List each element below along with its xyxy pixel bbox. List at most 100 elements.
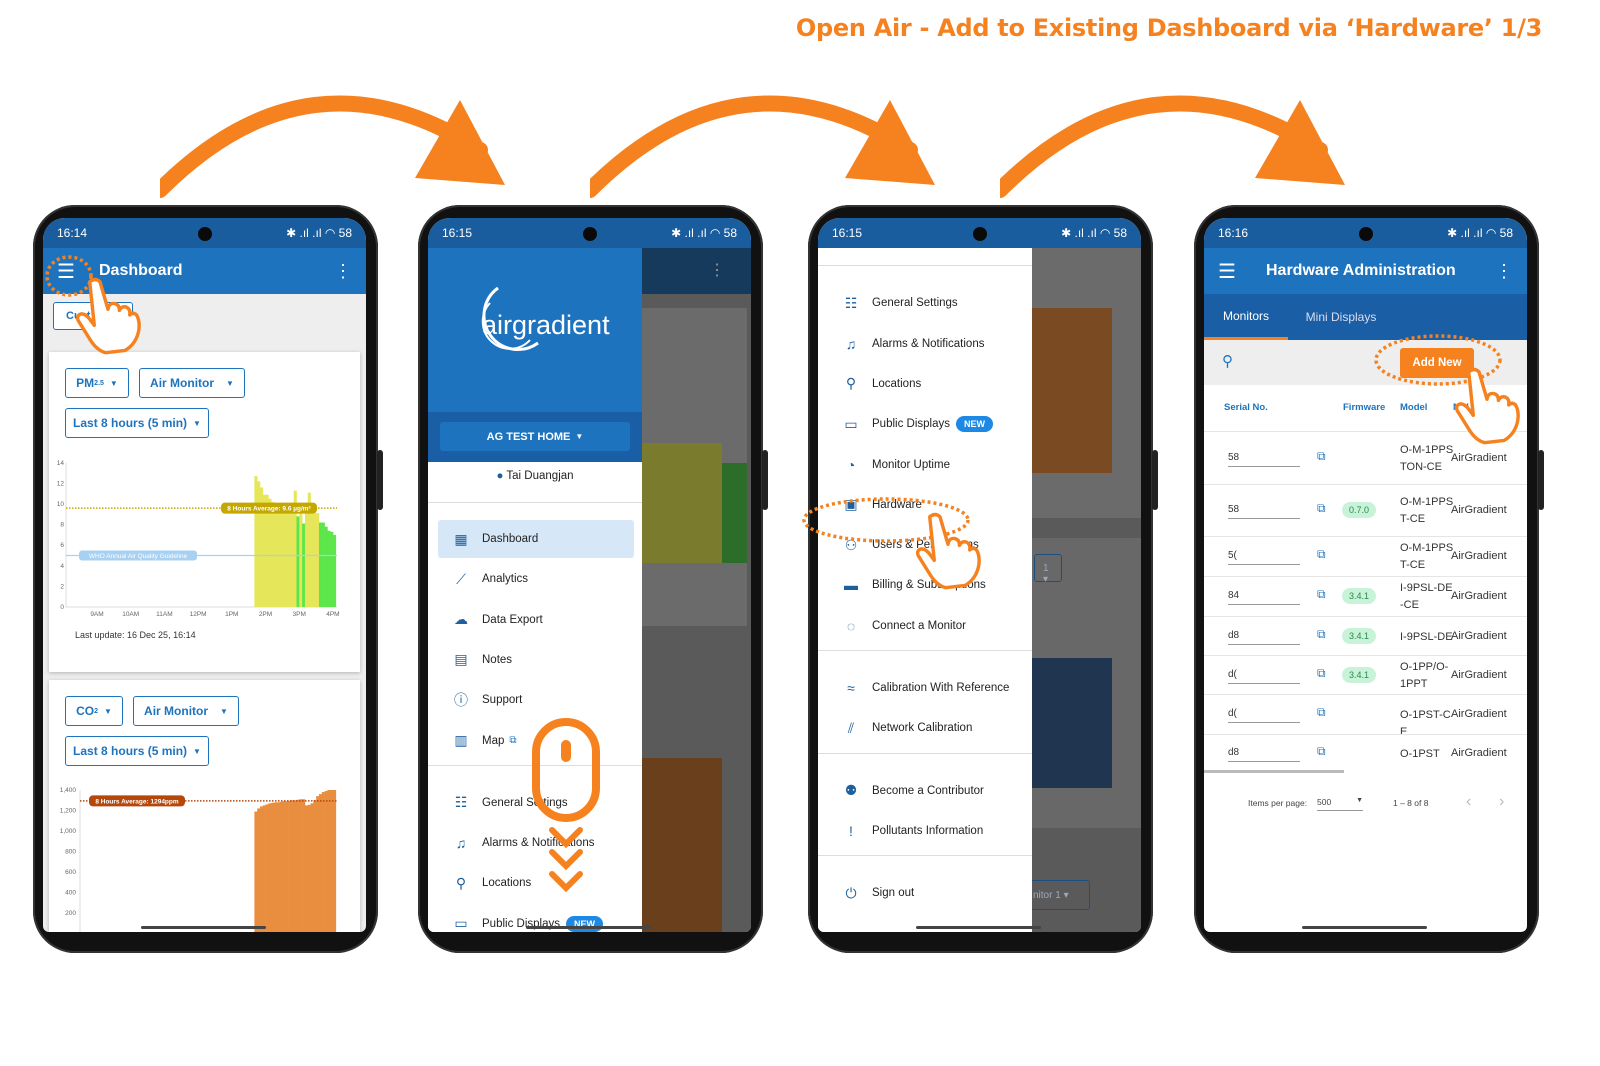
copy-icon[interactable]: ⧉	[1317, 587, 1326, 601]
more-options-icon[interactable]: ⋮	[1495, 260, 1513, 281]
menu-item-network-calibration[interactable]: ⫽Network Calibration	[828, 709, 1024, 747]
y-tick-label: 12	[57, 480, 65, 487]
serial-field[interactable]: 58	[1228, 504, 1300, 519]
items-per-page-value: 500	[1317, 797, 1332, 807]
menu-item-data-export[interactable]: ☁Data Export	[438, 601, 634, 639]
menu-item-analytics[interactable]: ⟋Analytics	[438, 560, 634, 598]
model-cell: O-1PST	[1400, 748, 1440, 760]
copy-icon[interactable]: ⧉	[1317, 744, 1326, 758]
more-options-icon[interactable]: ⋮	[334, 260, 352, 281]
make-cell: AirGradient	[1451, 550, 1507, 562]
menu-item-hardware[interactable]: ▣Hardware	[828, 486, 1024, 524]
menu-item-alarms-notifications[interactable]: ♫Alarms & Notifications	[828, 325, 1024, 363]
table-row[interactable]: d8 ⧉ O-1PST AirGradient	[1204, 734, 1527, 772]
bar	[316, 513, 320, 607]
menu-item-locations[interactable]: ⚲Locations	[828, 365, 1024, 403]
x-tick-label: 3PM	[293, 611, 306, 618]
serial-field[interactable]: d(	[1228, 708, 1300, 723]
home-indicator	[1302, 926, 1427, 929]
bar	[288, 506, 292, 607]
serial-field[interactable]: 84	[1228, 590, 1300, 605]
menu-divider	[818, 650, 1032, 651]
add-new-button[interactable]: Add New	[1400, 348, 1474, 378]
menu-icon[interactable]: ☰	[1218, 260, 1236, 283]
copy-icon[interactable]: ⧉	[1317, 547, 1326, 561]
time-range-select[interactable]: Last 8 hours (5 min)▼	[65, 408, 209, 438]
status-icons: ✱ .ıl .ıl ◠ 58	[671, 226, 737, 240]
bar	[318, 794, 323, 932]
calibration-icon: ≈	[847, 680, 855, 696]
menu-item-map[interactable]: ▥Map⧉	[438, 722, 634, 760]
serial-field[interactable]: 58	[1228, 452, 1300, 467]
bar	[279, 506, 283, 607]
serial-field[interactable]: 5(	[1228, 550, 1300, 565]
column-serial[interactable]: Serial No.	[1224, 402, 1268, 413]
horizontal-scrollbar[interactable]	[1204, 770, 1344, 773]
time-range-select[interactable]: Last 8 hours (5 min)▼	[65, 736, 209, 766]
copy-icon[interactable]: ⧉	[1317, 705, 1326, 719]
scrim-overlay[interactable]: ⋮	[642, 248, 751, 932]
average-label: 8 Hours Average: 9.6 µg/m³	[227, 506, 311, 513]
menu-item-connect-a-monitor[interactable]: ◌Connect a Monitor	[828, 607, 1024, 645]
menu-item-monitor-uptime[interactable]: ◔Monitor Uptime	[828, 446, 1024, 484]
menu-item-general-settings[interactable]: ☷General Settings	[828, 284, 1024, 322]
monitor-select[interactable]: Air Monitor▼	[133, 696, 239, 726]
app-bar: ☰ Hardware Administration ⋮	[1204, 248, 1527, 294]
copy-icon[interactable]: ⧉	[1317, 501, 1326, 515]
info-box-icon: !	[849, 822, 853, 839]
page-range: 1 – 8 of 8	[1393, 798, 1429, 808]
monitor-select[interactable]: Air Monitor▼	[139, 368, 245, 398]
copy-icon[interactable]: ⧉	[1317, 665, 1326, 680]
bar	[262, 805, 266, 932]
display-icon: ▭	[454, 915, 468, 932]
pollutant-label: PM	[76, 376, 95, 390]
copy-icon[interactable]: ⧉	[1317, 448, 1326, 463]
copy-icon[interactable]: ⧉	[1317, 626, 1326, 641]
serial-field[interactable]: d8	[1228, 747, 1300, 762]
home-indicator	[141, 926, 266, 929]
menu-item-dashboard[interactable]: ▦Dashboard	[438, 520, 634, 558]
column-firmware[interactable]: Firmware	[1343, 402, 1386, 413]
menu-item-locations[interactable]: ⚲Locations	[438, 864, 634, 902]
items-per-page-select[interactable]: 500▼	[1317, 797, 1363, 811]
bar	[313, 513, 317, 607]
scrim-overlay[interactable]: 1 ▾ nitor 1 ▾	[1028, 248, 1141, 932]
tab-monitors[interactable]: Monitors	[1204, 294, 1288, 340]
search-icon[interactable]: ⚲	[1222, 353, 1233, 370]
hand-pointer-icon	[1452, 365, 1522, 445]
phone-screen: 16:16✱ .ıl .ıl ◠ 58 ☰ Hardware Administr…	[1204, 218, 1527, 932]
serial-field[interactable]: d8	[1228, 630, 1300, 645]
menu-icon[interactable]: ☰	[57, 260, 75, 283]
previous-page-icon[interactable]: ‹	[1466, 793, 1472, 810]
model-cell: I-9PSL-DE-CE	[1400, 582, 1453, 611]
dashboard-icon: ▦	[454, 530, 468, 547]
column-model[interactable]: Model	[1400, 402, 1428, 413]
menu-item-calibration-with-reference[interactable]: ≈Calibration With Reference	[828, 669, 1024, 707]
tab-mini-displays[interactable]: Mini Displays	[1305, 310, 1377, 324]
bar	[259, 806, 264, 932]
menu-item-become-a-contributor[interactable]: ⚉Become a Contributor	[828, 772, 1024, 810]
menu-item-notes[interactable]: ▤Notes	[438, 641, 634, 679]
next-page-icon[interactable]: ›	[1499, 793, 1505, 810]
make-cell: AirGradient	[1451, 747, 1507, 759]
make-cell: AirGradient	[1451, 629, 1507, 642]
menu-item-pollutants-information[interactable]: !Pollutants Information	[828, 812, 1024, 850]
menu-item-sign-out[interactable]: ⏻Sign out	[828, 874, 1024, 912]
serial-field[interactable]: d(	[1228, 669, 1300, 684]
place-select-button[interactable]: AG TEST HOME▼	[440, 422, 630, 451]
logo-text: airgradient	[482, 310, 610, 340]
make-cell: AirGradient	[1451, 451, 1507, 464]
menu-item-label: Support	[482, 694, 523, 707]
